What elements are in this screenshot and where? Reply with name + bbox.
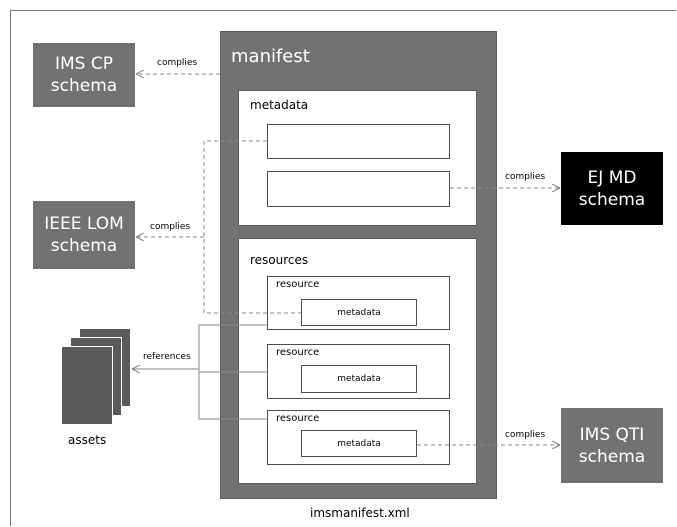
complies-label-ej-md: complies [505, 172, 546, 182]
ims-cp-schema-label: IMS CP schema [50, 54, 118, 96]
ims-cp-schema-box: IMS CP schema [33, 43, 135, 107]
complies-label-ims-cp: complies [157, 58, 198, 68]
ieee-lom-schema-box: IEEE LOM schema [33, 201, 135, 269]
resource-metadata-box: metadata [301, 299, 417, 326]
ims-qti-schema-label: IMS QTI schema [578, 424, 646, 467]
metadata-field-lom [267, 124, 450, 159]
resources-panel-title: resources [250, 253, 309, 267]
ims-qti-schema-box: IMS QTI schema [561, 408, 663, 483]
resource-metadata-box: metadata [301, 365, 417, 393]
lom-dashed-path [203, 140, 301, 314]
resource-metadata-box: metadata [301, 430, 417, 457]
asset-page-front [61, 346, 113, 425]
metadata-panel-title: metadata [250, 98, 309, 112]
resource-label: resource [276, 413, 320, 424]
assets-label: assets [68, 433, 107, 447]
metadata-field-ejmd [267, 171, 450, 207]
resource-label: resource [276, 347, 320, 358]
diagram-frame [10, 10, 676, 526]
resource-metadata-label: metadata [337, 438, 381, 449]
complies-label-ims-qti: complies [505, 430, 546, 440]
manifest-filename: imsmanifest.xml [310, 506, 410, 520]
ej-md-schema-box: EJ MD schema [561, 152, 663, 225]
ieee-lom-schema-label: IEEE LOM schema [44, 214, 124, 256]
manifest-title: manifest [231, 46, 310, 67]
resource-label: resource [276, 279, 320, 290]
references-label: references [143, 352, 191, 362]
resource-metadata-label: metadata [337, 374, 381, 384]
resource-metadata-label: metadata [337, 307, 381, 318]
complies-label-ieee-lom: complies [150, 222, 191, 232]
ej-md-schema-label: EJ MD schema [578, 167, 646, 210]
